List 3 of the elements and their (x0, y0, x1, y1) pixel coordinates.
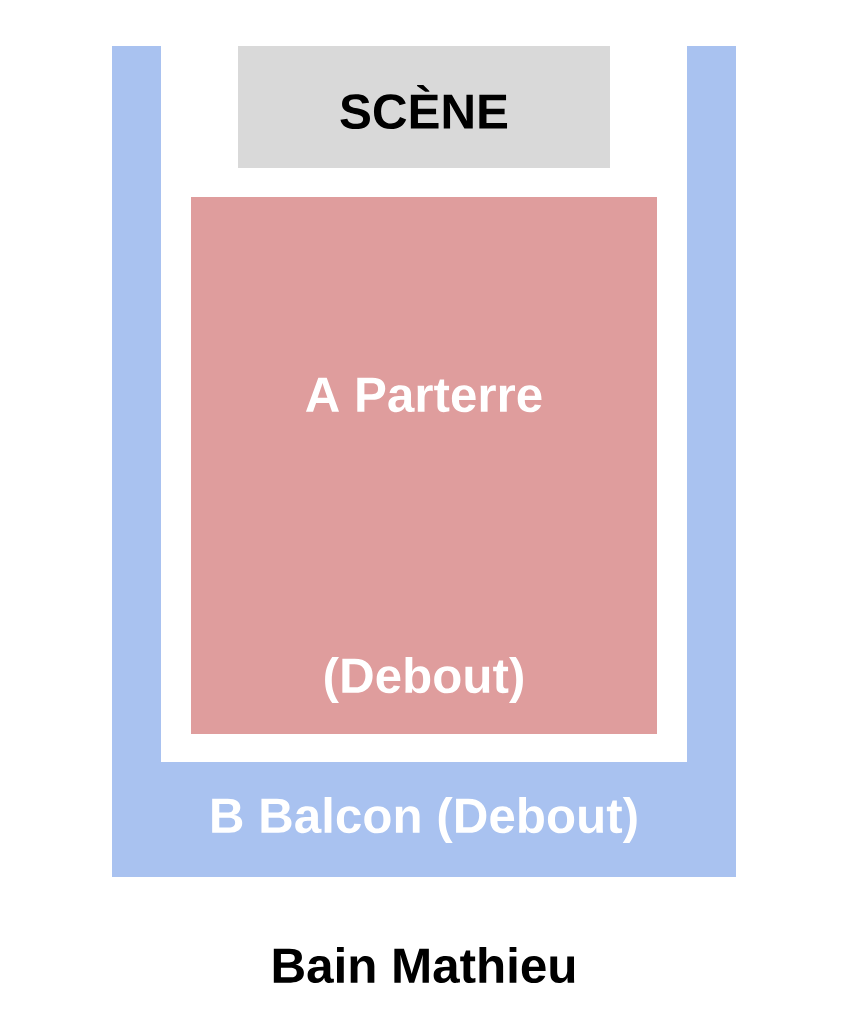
caption: Bain Mathieu (273, 946, 575, 984)
floor-area: A Parterre (Debout) (191, 197, 657, 734)
stage-box: SCÈNE (238, 46, 610, 168)
